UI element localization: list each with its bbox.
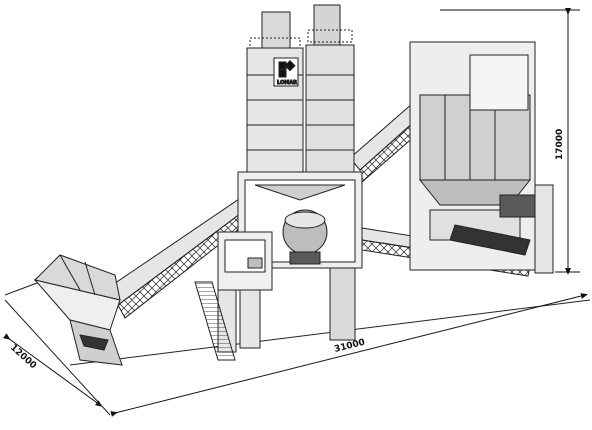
cement-silo-right bbox=[305, 4, 355, 179]
dimension-height-line bbox=[440, 8, 580, 275]
dimension-width-line bbox=[3, 333, 103, 407]
dimension-length-line bbox=[110, 293, 588, 417]
control-cabin bbox=[217, 231, 273, 353]
receiving-hopper bbox=[33, 254, 123, 366]
silo-logo-text: LOMAR bbox=[277, 80, 297, 86]
aggregate-bins bbox=[409, 41, 554, 274]
cement-silo-left: LOMAR bbox=[246, 11, 304, 179]
dimension-height-label: 17000 bbox=[555, 129, 565, 160]
access-stairs bbox=[194, 281, 236, 361]
